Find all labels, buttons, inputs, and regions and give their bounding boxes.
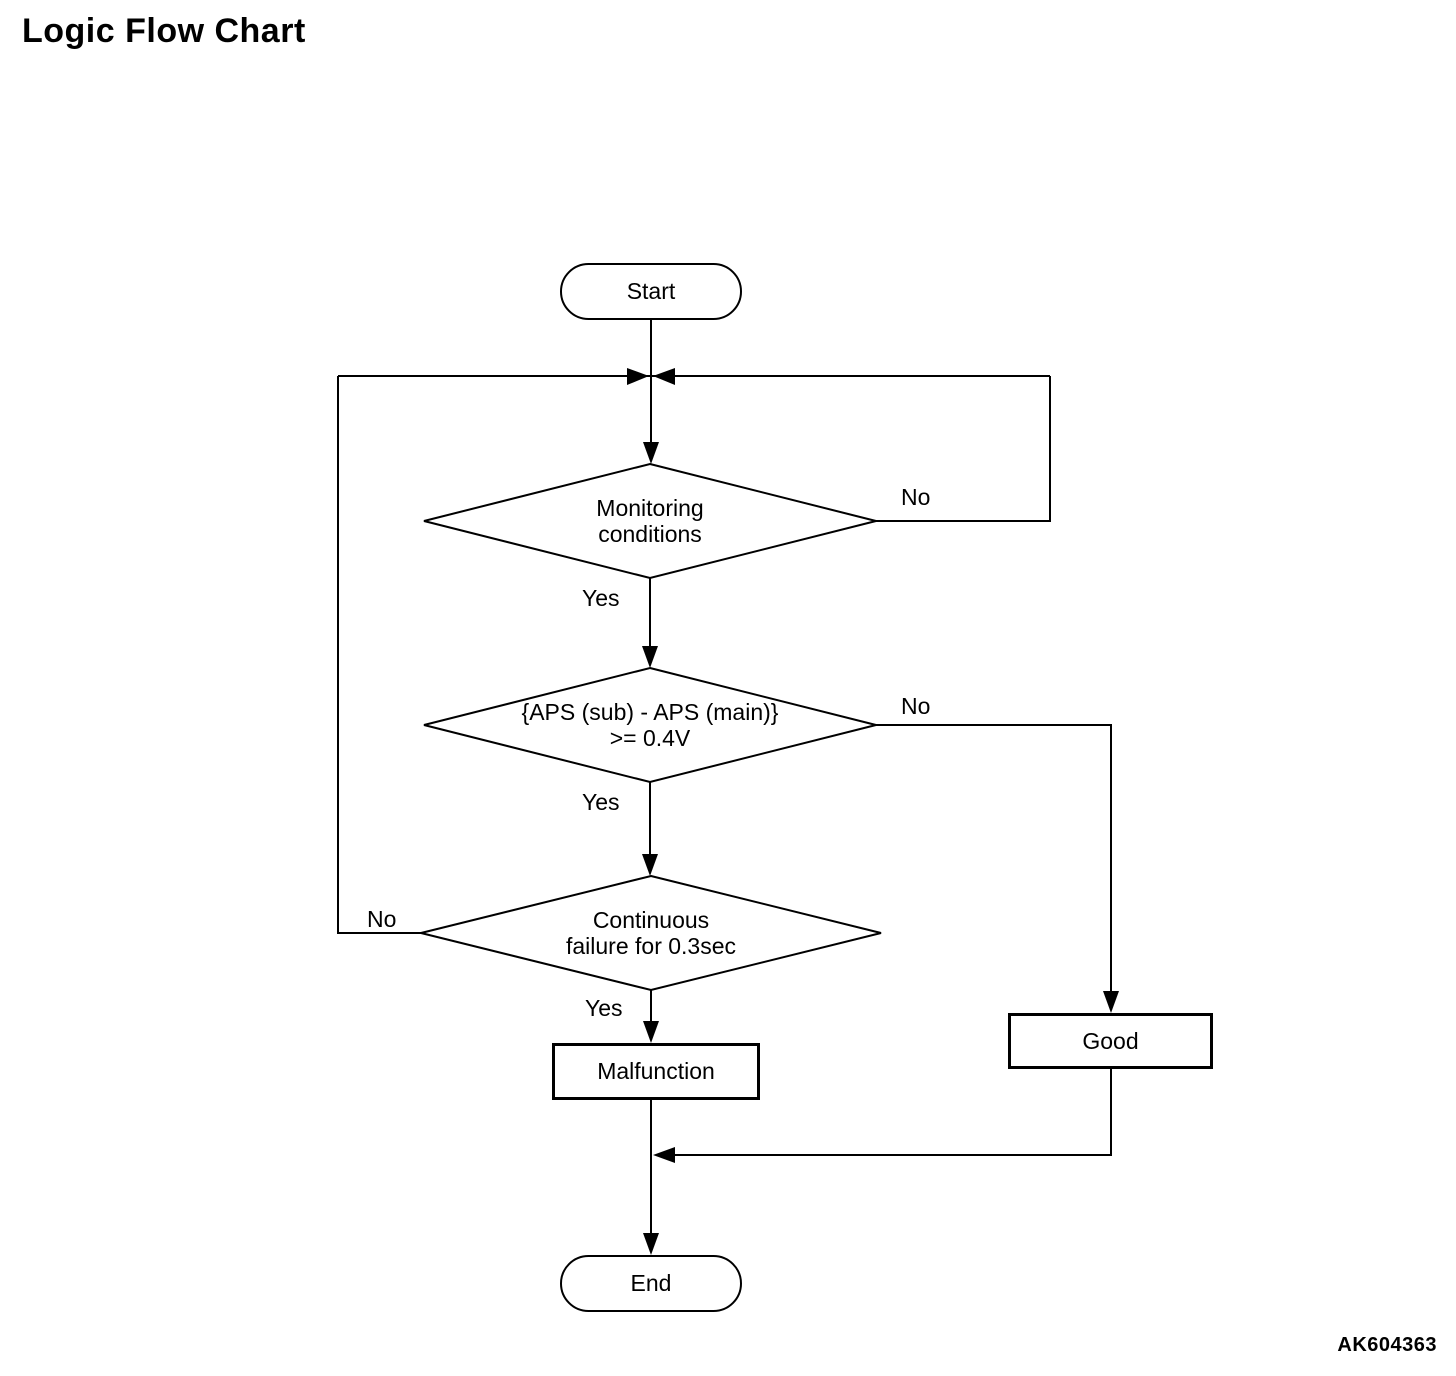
connector-good-to-join	[675, 1069, 1112, 1156]
connector-decision3-no-loop	[337, 376, 421, 934]
arrowhead-merge-right	[653, 368, 675, 385]
malfunction-box: Malfunction	[552, 1043, 760, 1100]
decision-continuous-line1: Continuous	[592, 907, 710, 933]
decision-continuous-label: Continuous failure for 0.3sec	[451, 907, 851, 959]
decision-aps-line1: {APS (sub) - APS (main)}	[521, 699, 779, 725]
edge-label-continuous-yes: Yes	[585, 995, 623, 1021]
end-label: End	[630, 1270, 672, 1296]
edge-label-monitoring-no: No	[901, 484, 931, 510]
edge-label-aps-yes: Yes	[582, 789, 620, 815]
connector-decision2-no-to-good	[876, 724, 1112, 993]
end-terminal: End	[560, 1255, 742, 1312]
arrowhead-into-decision3	[642, 854, 658, 876]
edge-label-monitoring-yes: Yes	[582, 585, 620, 611]
arrowhead-into-decision2	[642, 646, 658, 668]
figure-code: AK604363	[1337, 1334, 1437, 1356]
edge-label-continuous-no: No	[367, 906, 397, 932]
start-label: Start	[626, 278, 676, 304]
decision-monitoring-line2: conditions	[598, 521, 702, 547]
arrowhead-merge-left	[627, 368, 649, 385]
page-title: Logic Flow Chart	[22, 12, 306, 50]
decision-aps-line2: >= 0.4V	[609, 725, 691, 751]
arrowhead-into-good	[1103, 991, 1119, 1013]
good-label: Good	[1082, 1027, 1139, 1054]
arrowhead-good-join	[653, 1147, 675, 1163]
decision-monitoring-label: Monitoring conditions	[450, 495, 850, 547]
good-box: Good	[1008, 1013, 1213, 1069]
decision-continuous-line2: failure for 0.3sec	[565, 933, 737, 959]
malfunction-label: Malfunction	[597, 1058, 715, 1084]
start-terminal: Start	[560, 263, 742, 320]
edge-label-aps-no: No	[901, 693, 931, 719]
connector-decision1-no-loop	[876, 376, 1051, 522]
decision-monitoring-line1: Monitoring	[596, 495, 704, 521]
arrowhead-into-malfunction	[643, 1021, 659, 1043]
arrowhead-into-decision1	[643, 442, 659, 464]
arrowhead-into-end	[643, 1233, 659, 1255]
decision-aps-label: {APS (sub) - APS (main)} >= 0.4V	[450, 699, 850, 751]
